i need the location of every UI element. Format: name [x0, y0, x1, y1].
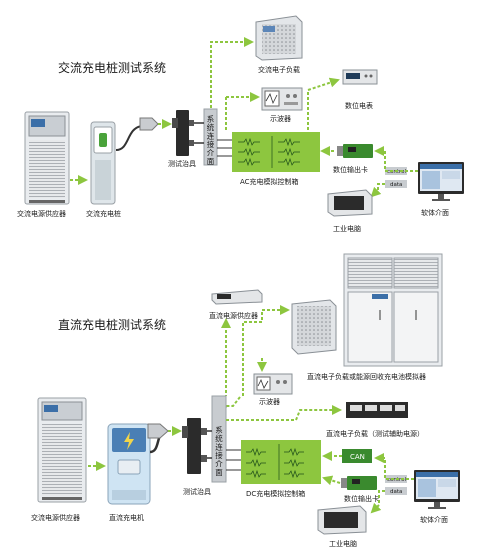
ac-electronic-load[interactable] [255, 15, 303, 61]
dc-oscilloscope-label: 示波器 [259, 397, 280, 406]
dc-regen-load[interactable] [343, 253, 443, 367]
ac-oscilloscope[interactable] [261, 87, 303, 111]
ac-data-tag: data [385, 180, 407, 188]
dc-dio-card[interactable] [341, 476, 377, 490]
dc-power-supply-label: 交流电源供应器 [31, 513, 80, 522]
dc-aux-load[interactable] [346, 402, 408, 418]
dc-interface-text: 系统连接介面 [214, 425, 223, 478]
ac-control-box-label: AC充电模拟控制箱 [240, 177, 299, 186]
dc-title: 直流充电桩测试系统 [58, 317, 166, 332]
ac-electronic-load-label: 交流电子负载 [258, 65, 300, 74]
dc-data-tag: data [385, 487, 407, 495]
svg-text:data: data [390, 489, 402, 495]
ac-oscilloscope-label: 示波器 [270, 114, 291, 123]
ac-dio-card[interactable] [337, 144, 373, 158]
dc-software-label: 软体介面 [420, 515, 448, 524]
ac-dio-card-label: 数位输出卡 [333, 165, 368, 174]
dc-fixture-label: 测试治具 [183, 487, 211, 496]
ac-charger-label: 交流充电桩 [86, 209, 121, 218]
svg-text:data: data [390, 182, 402, 188]
dc-dc-supply-label: 直流电源供应器 [209, 311, 258, 320]
ac-software-interface[interactable] [418, 162, 464, 201]
dc-power-supply[interactable] [37, 397, 87, 503]
ac-software-label: 软体介面 [421, 208, 449, 217]
ac-control-box[interactable] [232, 132, 320, 172]
dc-control-box-label: DC充电模拟控制箱 [246, 489, 305, 498]
ac-fixture-label: 测试治具 [168, 159, 196, 168]
dc-regen-load-label: 直流电子负载或能源回收充电池模拟器 [307, 372, 426, 381]
ac-charger[interactable] [90, 121, 116, 205]
dc-test-fixture[interactable] [182, 418, 207, 474]
ac-title: 交流充电桩测试系统 [58, 60, 166, 75]
dc-plug [147, 423, 169, 439]
ac-interface-box: 系统连接介面 [203, 108, 218, 167]
dc-interface-box: 系统连接介面 [211, 395, 227, 483]
ac-pc-label: 工业电脑 [333, 224, 361, 233]
dc-dc-supply[interactable] [211, 289, 263, 305]
dc-oscilloscope[interactable] [253, 373, 293, 395]
dc-control-box[interactable] [241, 440, 321, 484]
ac-multimeter[interactable] [342, 69, 378, 85]
ac-power-supply-label: 交流电源供应器 [17, 209, 66, 218]
dc-charger[interactable] [107, 423, 151, 505]
ac-plug [139, 117, 159, 131]
ac-industrial-pc[interactable] [327, 189, 373, 217]
dc-aux-load-label: 直流电子负载（测试辅助电源） [326, 429, 424, 438]
ac-test-fixture[interactable] [172, 110, 194, 156]
ac-interface-text: 系统连接介面 [206, 114, 215, 167]
ac-power-supply[interactable] [24, 111, 70, 205]
dc-charger-label: 直流充电机 [109, 513, 144, 522]
dc-pc-label: 工业电脑 [329, 539, 357, 548]
dc-software-interface[interactable] [414, 470, 460, 509]
dc-industrial-pc[interactable] [317, 505, 367, 535]
ac-multimeter-label: 数位电表 [345, 101, 373, 110]
dc-electronic-load-box[interactable] [291, 299, 337, 355]
dc-can-module[interactable]: CAN [342, 449, 372, 463]
svg-text:CAN: CAN [350, 453, 365, 461]
dc-dio-card-label: 数位输出卡 [344, 494, 379, 503]
